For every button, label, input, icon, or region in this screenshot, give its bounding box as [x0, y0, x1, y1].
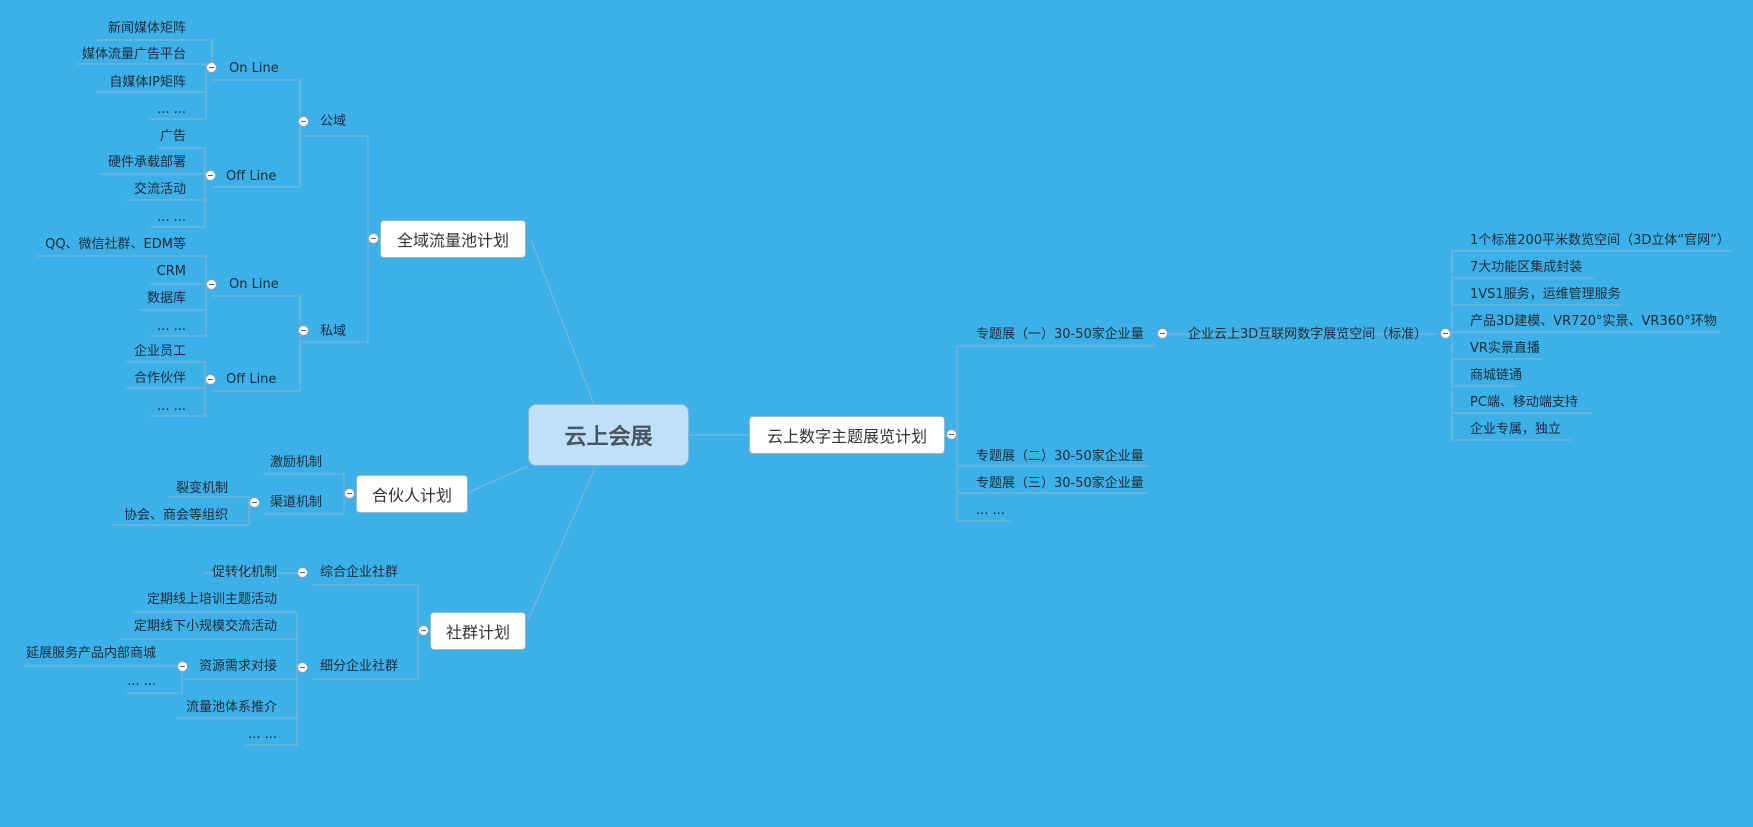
leaf-item[interactable]: ... ... — [157, 210, 186, 225]
collapse-toggle-icon[interactable] — [298, 116, 309, 127]
collapse-toggle-icon[interactable] — [297, 567, 308, 578]
leaf-item[interactable]: ... ... — [157, 319, 186, 334]
leaf-item[interactable]: 数据库 — [146, 291, 186, 306]
leaf-item[interactable]: PC端、移动端支持 — [1470, 395, 1578, 410]
collapse-toggle-icon[interactable] — [205, 374, 216, 385]
leaf-item[interactable]: 产品3D建模、VR720°实景、VR360°环物 — [1470, 314, 1717, 329]
node-integrated-community[interactable]: 综合企业社群 — [320, 565, 399, 580]
node-public-online[interactable]: On Line — [229, 61, 279, 76]
leaf-item[interactable]: 商城链通 — [1470, 368, 1523, 383]
node-private-offline[interactable]: Off Line — [226, 372, 277, 387]
branch-traffic-pool[interactable]: 全域流量池计划 — [380, 220, 526, 258]
node-3d-space[interactable]: 企业云上3D互联网数字展览空间（标准） — [1188, 327, 1428, 342]
branch-exhibition[interactable]: 云上数字主题展览计划 — [749, 416, 945, 454]
leaf-item[interactable]: 流量池体系推介 — [185, 700, 277, 715]
leaf-item[interactable]: 裂变机制 — [175, 481, 228, 496]
leaf-item[interactable]: 自媒体IP矩阵 — [109, 75, 186, 90]
collapse-toggle-icon[interactable] — [206, 279, 217, 290]
leaf-item[interactable]: 7大功能区集成封装 — [1470, 260, 1583, 275]
leaf-item[interactable]: 延展服务产品内部商城 — [25, 646, 156, 661]
leaf-item[interactable]: 交流活动 — [133, 182, 186, 197]
node-special-show-more[interactable]: ... ... — [976, 503, 1005, 518]
node-special-show-1[interactable]: 专题展（一）30-50家企业量 — [976, 327, 1144, 342]
leaf-item[interactable]: 广告 — [159, 129, 186, 144]
central-topic[interactable]: 云上会展 — [528, 404, 689, 466]
leaf-item[interactable]: 硬件承载部署 — [107, 155, 186, 170]
collapse-toggle-icon[interactable] — [205, 170, 216, 181]
collapse-toggle-icon[interactable] — [344, 488, 355, 499]
leaf-item[interactable]: CRM — [156, 264, 186, 279]
branch-partner[interactable]: 合伙人计划 — [356, 475, 468, 513]
leaf-item[interactable]: 促转化机制 — [211, 565, 277, 580]
collapse-toggle-icon[interactable] — [1440, 328, 1451, 339]
leaf-item[interactable]: 1VS1服务，运维管理服务 — [1470, 287, 1621, 302]
node-resource-matching[interactable]: 资源需求对接 — [199, 659, 278, 674]
node-public-offline[interactable]: Off Line — [226, 169, 277, 184]
node-private-domain[interactable]: 私域 — [320, 324, 347, 339]
collapse-toggle-icon[interactable] — [249, 497, 260, 508]
collapse-toggle-icon[interactable] — [418, 625, 429, 636]
collapse-toggle-icon[interactable] — [206, 62, 217, 73]
collapse-toggle-icon[interactable] — [298, 325, 309, 336]
collapse-toggle-icon[interactable] — [946, 429, 957, 440]
node-public-domain[interactable]: 公域 — [320, 114, 347, 129]
node-incentive[interactable]: 激励机制 — [270, 455, 323, 470]
branch-community[interactable]: 社群计划 — [430, 612, 526, 650]
leaf-item[interactable]: 合作伙伴 — [133, 371, 186, 386]
leaf-item[interactable]: 定期线上培训主题活动 — [146, 592, 277, 607]
collapse-toggle-icon[interactable] — [177, 661, 188, 672]
leaf-item[interactable]: 媒体流量广告平台 — [81, 47, 186, 62]
leaf-item[interactable]: 定期线下小规模交流活动 — [133, 619, 277, 634]
leaf-item[interactable]: VR实景直播 — [1470, 341, 1540, 356]
leaf-item[interactable]: QQ、微信社群、EDM等 — [45, 237, 186, 252]
leaf-item[interactable]: ... ... — [157, 102, 186, 117]
node-special-show-3[interactable]: 专题展（三）30-50家企业量 — [976, 476, 1144, 491]
leaf-item[interactable]: 企业员工 — [133, 344, 186, 359]
collapse-toggle-icon[interactable] — [297, 662, 308, 673]
collapse-toggle-icon[interactable] — [1157, 328, 1168, 339]
leaf-item[interactable]: ... ... — [127, 674, 156, 689]
leaf-item[interactable]: ... ... — [157, 399, 186, 414]
node-private-online[interactable]: On Line — [229, 277, 279, 292]
node-segmented-community[interactable]: 细分企业社群 — [320, 659, 399, 674]
leaf-item[interactable]: 企业专属，独立 — [1470, 422, 1562, 437]
leaf-item[interactable]: 1个标准200平米数览空间（3D立体“官网”） — [1470, 233, 1730, 248]
node-channel[interactable]: 渠道机制 — [270, 495, 323, 510]
leaf-item[interactable]: ... ... — [248, 727, 277, 742]
node-special-show-2[interactable]: 专题展（二）30-50家企业量 — [976, 449, 1144, 464]
collapse-toggle-icon[interactable] — [368, 233, 379, 244]
leaf-item[interactable]: 协会、商会等组织 — [123, 508, 228, 523]
leaf-item[interactable]: 新闻媒体矩阵 — [107, 21, 186, 36]
